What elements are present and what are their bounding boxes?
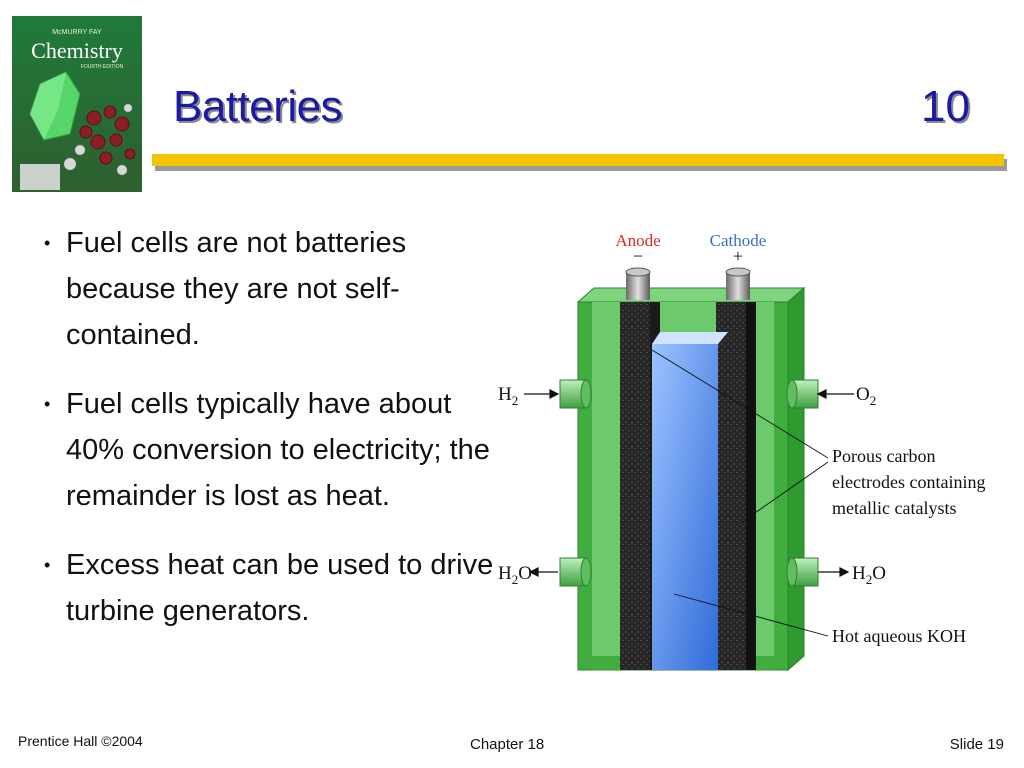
- book-cover-logo: McMURRY FAY Chemistry FOURTH EDITION: [10, 14, 144, 194]
- cathode-sign: +: [733, 246, 743, 266]
- koh-label: Hot aqueous KOH: [832, 626, 966, 646]
- anode-label: Anode: [615, 231, 660, 250]
- bullet-item: • Fuel cells typically have about 40% co…: [44, 381, 504, 519]
- fuel-cell-diagram: Anode − Cathode +: [492, 222, 992, 682]
- bullet-dot: •: [44, 555, 51, 575]
- h2o-right-port: [786, 557, 819, 587]
- o2-inlet-label: O2: [856, 384, 876, 408]
- porous-carbon-label-line2: electrodes containing: [832, 472, 985, 492]
- h2-inlet-label: H2: [498, 384, 518, 408]
- koh-electrolyte: [652, 344, 718, 670]
- porous-carbon-label-line1: Porous carbon: [832, 446, 935, 466]
- anode-electrode: [620, 302, 652, 670]
- cell-side-face: [787, 286, 805, 672]
- slide-title: Batteries: [173, 82, 343, 131]
- bullet-text: Fuel cells are not batteries because the…: [66, 227, 407, 351]
- footer-slide-number: Slide 19: [949, 736, 1004, 753]
- cathode-label: Cathode: [710, 231, 767, 250]
- bullet-text: Excess heat can be used to drive turbine…: [66, 549, 494, 627]
- porous-carbon-label-line3: metallic catalysts: [832, 498, 956, 518]
- anode-sign: −: [633, 246, 643, 266]
- h2o-left-label: H2O: [498, 563, 532, 587]
- footer-publisher: Prentice Hall ©2004: [18, 733, 143, 749]
- cover-title: Chemistry: [31, 38, 123, 63]
- cover-authors: McMURRY FAY: [52, 29, 102, 36]
- cathode-terminal: [725, 267, 751, 300]
- h2o-left-port: [559, 557, 592, 587]
- bullet-item: • Fuel cells are not batteries because t…: [44, 220, 504, 358]
- bullet-dot: •: [44, 394, 51, 414]
- bullet-text: Fuel cells typically have about 40% conv…: [66, 388, 490, 512]
- bullet-dot: •: [44, 233, 51, 253]
- title-number: 10: [921, 82, 970, 131]
- title-underline: [152, 154, 1004, 166]
- cell-top-face: [576, 287, 806, 303]
- h2o-right-label: H2O: [852, 563, 886, 587]
- cathode-electrode: [716, 302, 748, 670]
- h2-inlet-port: [559, 379, 592, 409]
- bullet-list: • Fuel cells are not batteries because t…: [44, 220, 504, 657]
- anode-terminal: [625, 267, 651, 300]
- o2-inlet-port: [786, 379, 819, 409]
- footer-chapter: Chapter 18: [470, 736, 545, 753]
- cover-edition: FOURTH EDITION: [81, 64, 124, 70]
- bullet-item: • Excess heat can be used to drive turbi…: [44, 542, 504, 634]
